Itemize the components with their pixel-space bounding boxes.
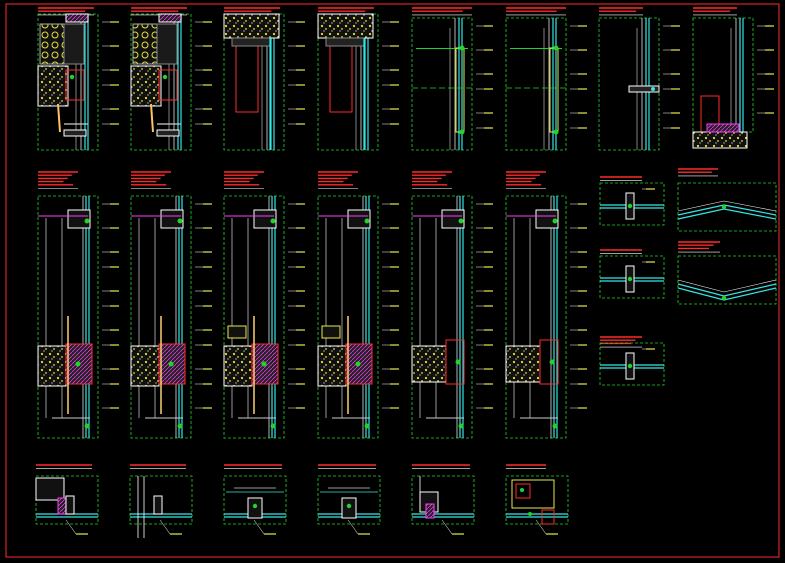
detail-row2-1 <box>37 171 119 439</box>
detail-row1-6 <box>505 7 587 151</box>
detail-row2-5 <box>411 171 493 439</box>
plan-detail-1 <box>599 176 665 226</box>
detail-row3-2 <box>129 464 193 538</box>
plan-detail-2 <box>599 249 665 299</box>
detail-row1-2 <box>130 7 212 151</box>
detail-row1-1 <box>37 7 119 151</box>
detail-row1-5 <box>411 7 493 151</box>
detail-row3-4 <box>317 464 381 535</box>
detail-row1-4 <box>317 7 399 151</box>
detail-row2-3 <box>223 171 305 439</box>
detail-row1-3 <box>223 7 305 151</box>
detail-row2-4 <box>317 171 399 439</box>
slope-detail-2 <box>677 241 777 305</box>
detail-row1-7 <box>598 7 680 151</box>
detail-row1-8 <box>692 7 774 149</box>
detail-row2-2 <box>130 171 212 439</box>
plan-detail-3 <box>599 336 665 386</box>
slope-detail-1 <box>677 168 777 232</box>
detail-row3-1 <box>35 464 99 535</box>
detail-row3-3 <box>223 464 287 535</box>
detail-row3-6 <box>505 464 569 535</box>
detail-row3-5 <box>411 464 475 535</box>
detail-row2-6 <box>505 171 587 439</box>
